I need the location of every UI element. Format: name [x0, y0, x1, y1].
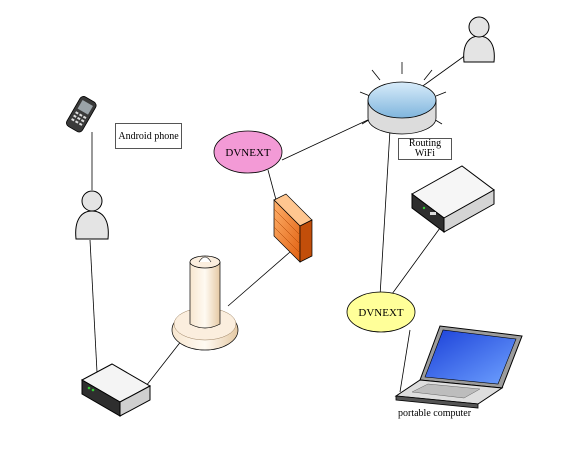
link-dvnext2-laptop	[399, 329, 411, 393]
link-router-user	[419, 51, 471, 89]
antenna-tower-icon	[171, 255, 239, 351]
dvnext-yellow-label: DVNEXT	[358, 307, 403, 319]
firewall-icon	[273, 193, 313, 263]
link-modem-tower	[145, 339, 183, 387]
router-icon	[359, 62, 447, 135]
link-dvnext-router	[281, 117, 373, 161]
dvnext-pink-label: DVNEXT	[225, 147, 270, 159]
link-user-modem	[89, 239, 98, 373]
routing-label-line2: WiFi	[414, 148, 436, 159]
link-tower-firewall	[227, 251, 291, 307]
routing-wifi-label: Routing WiFi	[398, 138, 452, 160]
dvnext-node-pink: DVNEXT	[213, 130, 283, 174]
routing-label-line1: Routing	[408, 138, 442, 149]
user-icon	[463, 16, 495, 63]
portable-computer-label: portable computer	[398, 408, 472, 419]
user-icon	[75, 190, 109, 240]
android-phone-label: Android phone	[115, 123, 182, 149]
dvnext-node-yellow: DVNEXT	[346, 291, 416, 333]
modem-icon	[80, 363, 152, 417]
link-router-dvnext2	[379, 129, 391, 297]
server-icon	[411, 165, 495, 233]
link-server-dvnext2	[391, 227, 441, 295]
phone-icon	[66, 96, 97, 133]
laptop-icon	[394, 325, 523, 409]
